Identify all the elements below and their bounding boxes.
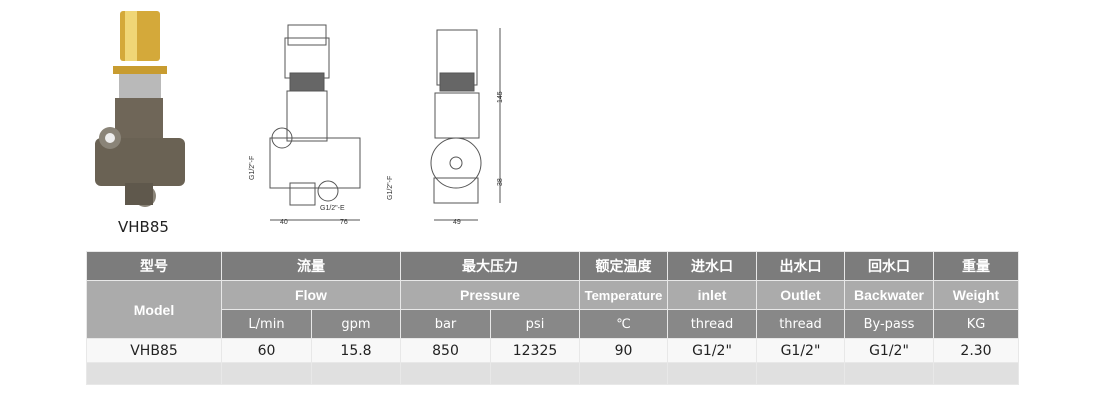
header-weight: Weight [933, 280, 1019, 310]
header-temperature: Temperature [579, 280, 668, 310]
cell-bypass: G1/2" [844, 338, 934, 363]
unit-bypass: By-pass [844, 309, 934, 339]
spec-table: 型号 流量 最大压力 额定温度 进水口 出水口 回水口 重量 Model Flo… [86, 251, 1019, 385]
cell-weight: 2.30 [933, 338, 1019, 363]
cell-flow-gpm: 15.8 [311, 338, 401, 363]
dim-side: 49 [453, 219, 461, 226]
header-model: Model [86, 280, 222, 339]
cell-temperature: 90 [579, 338, 668, 363]
side-view [430, 28, 501, 221]
table-row: VHB85 60 15.8 850 12325 90 G1/2" G1/2" G… [86, 338, 1019, 363]
unit-bar: bar [400, 309, 491, 339]
header-row-cn: 型号 流量 最大压力 额定温度 进水口 出水口 回水口 重量 [86, 251, 1019, 281]
cell-model: VHB85 [86, 338, 222, 363]
unit-lmin: L/min [221, 309, 312, 339]
cell-pressure-psi: 12325 [490, 338, 580, 363]
dim-left: 40 [280, 219, 288, 226]
header-outlet-cn: 出水口 [756, 251, 845, 281]
header-pressure: Pressure [400, 280, 580, 310]
dim-height: 145 [497, 91, 504, 103]
front-view [269, 24, 361, 221]
valve-photo [95, 11, 185, 207]
cell-outlet: G1/2" [756, 338, 845, 363]
unit-outlet-thread: thread [756, 309, 845, 339]
unit-celsius: ℃ [579, 309, 668, 339]
technical-drawing: 40 76 49 145 38 G1/2"-F G1/2"-F G1/2"-E [249, 24, 504, 226]
dim-right: 76 [340, 219, 348, 226]
header-inlet: inlet [667, 280, 757, 310]
cell-pressure-bar: 850 [400, 338, 491, 363]
header-flow-cn: 流量 [221, 251, 401, 281]
unit-inlet-thread: thread [667, 309, 757, 339]
unit-gpm: gpm [311, 309, 401, 339]
header-inlet-cn: 进水口 [667, 251, 757, 281]
header-temp-cn: 额定温度 [579, 251, 668, 281]
header-backwater-cn: 回水口 [844, 251, 934, 281]
product-caption: VHB85 [118, 218, 169, 236]
bypass-label: G1/2"-E [320, 205, 345, 212]
header-weight-cn: 重量 [933, 251, 1019, 281]
header-outlet: Outlet [756, 280, 845, 310]
units-row: L/min gpm bar psi ℃ thread thread By-pas… [87, 309, 1019, 339]
header-flow: Flow [221, 280, 401, 310]
inlet-label: G1/2"-F [249, 156, 256, 180]
cell-flow-lmin: 60 [221, 338, 312, 363]
unit-kg: KG [933, 309, 1019, 339]
header-row-en: Model Flow Pressure Temperature inlet Ou… [86, 280, 1019, 339]
outlet-label: G1/2"-F [387, 176, 394, 200]
empty-row [86, 362, 1019, 385]
header-pressure-cn: 最大压力 [400, 251, 580, 281]
header-model-cn: 型号 [86, 251, 222, 281]
dim-lower: 38 [497, 178, 504, 186]
unit-psi: psi [490, 309, 580, 339]
cell-inlet: G1/2" [667, 338, 757, 363]
header-backwater: Backwater [844, 280, 934, 310]
